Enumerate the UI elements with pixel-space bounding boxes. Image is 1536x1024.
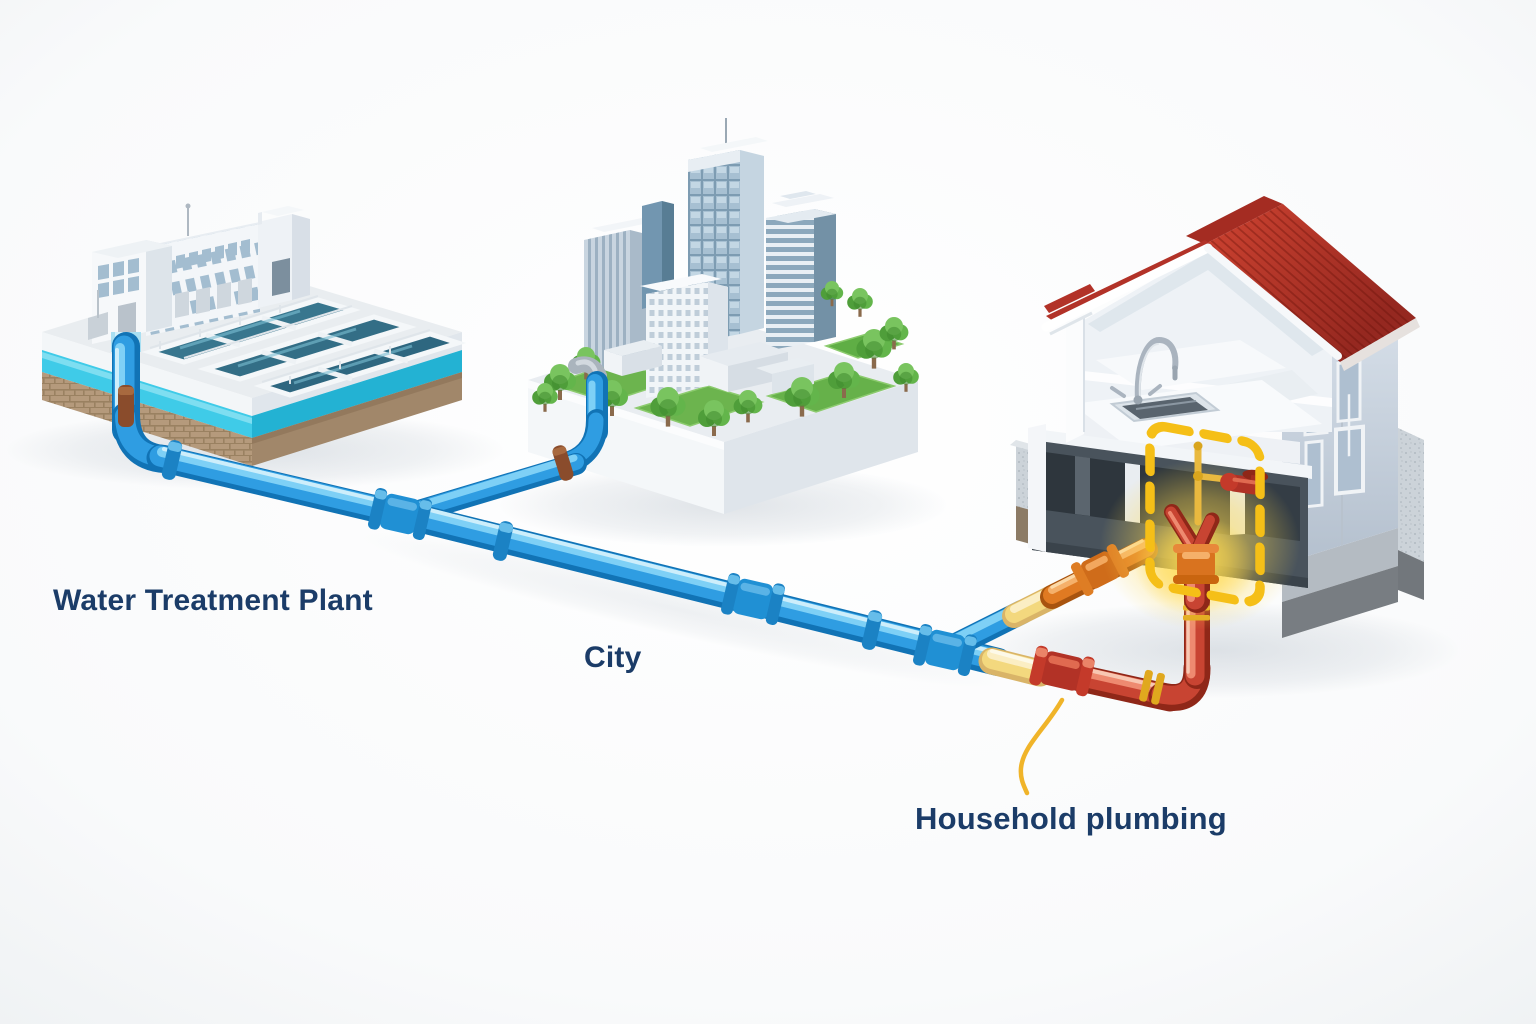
kitchen-faucet [1110,336,1179,405]
kitchen-sink [1109,391,1221,423]
plant-building [88,203,310,344]
valve [1220,469,1269,495]
label-household-plumbing: Household plumbing [915,801,1227,836]
house-roof [1041,196,1420,371]
treatment-basins [141,295,467,398]
house-cutaway [1010,196,1424,638]
highlight-dashed-box [1145,421,1265,607]
water-treatment-plant [42,203,467,466]
label-leader-line [1018,697,1065,796]
label-city: City [584,641,642,674]
city-block [528,118,919,514]
household-plumbing-highlight [1100,421,1300,630]
label-water-treatment-plant: Water Treatment Plant [53,584,373,617]
city-buildings [584,118,836,398]
